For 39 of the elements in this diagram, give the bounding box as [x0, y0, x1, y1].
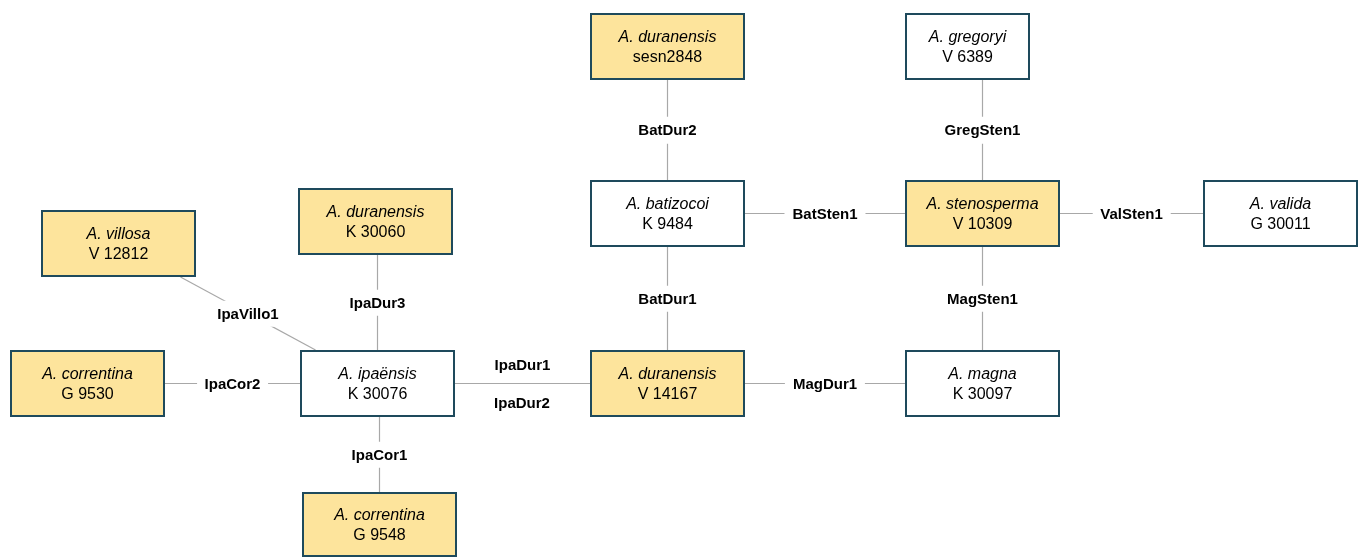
- species-name: A. correntina: [334, 504, 425, 525]
- species-box: [905, 180, 1060, 247]
- species-box: [302, 492, 457, 557]
- accession-number: G 9530: [61, 383, 114, 404]
- species-name: A. correntina: [42, 363, 133, 384]
- species-name: A. ipaënsis: [338, 363, 417, 384]
- species-box: [10, 350, 165, 417]
- species-name: A. stenosperma: [926, 193, 1039, 214]
- accession-number: V 12812: [88, 243, 149, 264]
- species-name: A. magna: [948, 363, 1017, 384]
- species-box: [590, 180, 745, 247]
- species-name: A. batizocoi: [626, 193, 709, 214]
- connector-line: [454, 382, 591, 385]
- species-name: A. duranensis: [618, 363, 717, 384]
- accession-number: G 30011: [1250, 213, 1311, 234]
- species-box: [298, 188, 453, 255]
- accession-number: V 6389: [942, 46, 993, 67]
- accession-number: K 30097: [952, 383, 1013, 404]
- accession-number: K 30060: [345, 221, 406, 242]
- species-box: [905, 13, 1030, 80]
- species-box: [905, 350, 1060, 417]
- accession-number: K 30076: [347, 383, 408, 404]
- species-name: A. duranensis: [326, 201, 425, 222]
- species-box: [41, 210, 196, 277]
- species-box: [590, 350, 745, 417]
- species-name: A. gregoryi: [928, 26, 1007, 47]
- accession-number: V 10309: [952, 213, 1013, 234]
- accession-number: sesn2848: [632, 46, 703, 67]
- accession-number: V 14167: [637, 383, 698, 404]
- species-name: A. villosa: [86, 223, 151, 244]
- species-name: A. duranensis: [618, 26, 717, 47]
- accession-number: K 9484: [642, 213, 693, 234]
- species-box: [1203, 180, 1358, 247]
- species-box: [300, 350, 455, 417]
- species-name: A. valida: [1249, 193, 1312, 214]
- hybrid-label: IpaDur2: [493, 392, 551, 413]
- accession-number: G 9548: [353, 524, 406, 545]
- species-box: [590, 13, 745, 80]
- edge-label: IpaDur1: [493, 354, 552, 375]
